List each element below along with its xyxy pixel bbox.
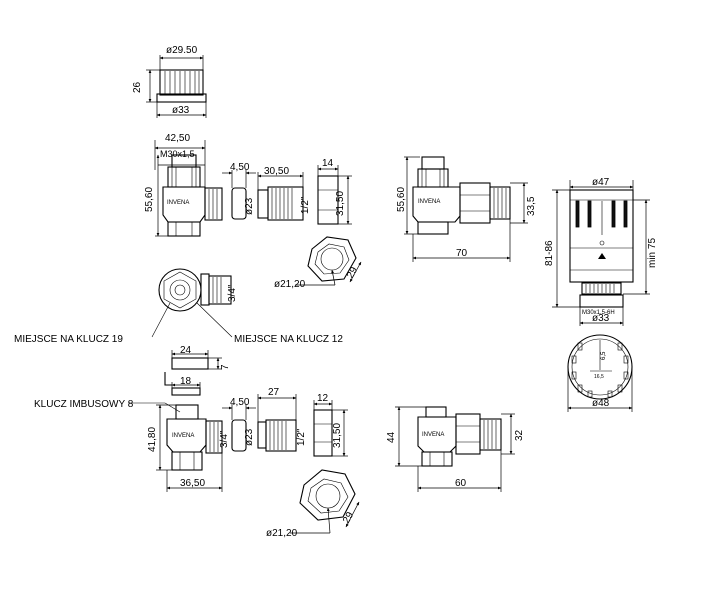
dim-w60: 60 <box>455 478 467 489</box>
dim-m30-6h: M30x1,5-6H <box>582 310 615 316</box>
brand-logo-2: INVENA <box>418 199 440 205</box>
dim-d23a: ø23 <box>244 197 255 215</box>
dim-d33-head: ø33 <box>592 313 610 324</box>
dim-d21-20a: ø21,20 <box>274 279 306 290</box>
dim-three-q-a: 3/4" <box>227 284 238 302</box>
dim-three-q-b: 3/4" <box>219 430 230 448</box>
dim-w14: 14 <box>322 158 334 169</box>
dim-v16-5: 16,5 <box>594 374 604 380</box>
label-klucz-12: MIEJSCE NA KLUCZ 12 <box>234 334 343 345</box>
dim-d23b: ø23 <box>244 428 255 446</box>
dim-h32: 32 <box>514 429 525 441</box>
brand-logo-3: INVENA <box>172 433 194 439</box>
valve-angle-side <box>404 156 528 262</box>
dim-d48: ø48 <box>592 398 610 409</box>
dim-s29a: 29 <box>345 265 360 281</box>
cap-top-view <box>146 55 207 118</box>
dim-v6-5: 6,5 <box>601 351 607 360</box>
nut-side-b <box>313 400 348 457</box>
dim-w27: 27 <box>268 387 280 398</box>
dim-w70: 70 <box>456 248 468 259</box>
dim-h31-50a: 31,50 <box>335 191 346 216</box>
dim-s29b: 29 <box>341 510 356 526</box>
nut-hex-a <box>295 236 362 286</box>
nipple-b <box>257 394 297 452</box>
dim-w4-50a: 4,50 <box>230 162 250 173</box>
dim-h7: 7 <box>220 364 231 370</box>
dim-half-a: 1/2" <box>300 196 311 214</box>
dim-h44: 44 <box>386 431 397 443</box>
label-klucz-19: MIEJSCE NA KLUCZ 19 <box>14 334 123 345</box>
dim-d29-50: ø29.50 <box>166 45 198 56</box>
thermo-head-side <box>552 180 650 326</box>
dim-m30: M30x1,5 <box>160 149 195 159</box>
dim-h55-60a: 55,60 <box>144 187 155 212</box>
nut-hex-b <box>290 469 360 534</box>
dim-h26: 26 <box>132 81 143 93</box>
spacer-ring-b <box>222 404 256 452</box>
dim-h81-86: 81-86 <box>544 240 555 266</box>
dim-w24: 24 <box>180 345 192 356</box>
dim-w36-50: 36,50 <box>180 478 205 489</box>
dim-w42-50: 42,50 <box>165 133 190 144</box>
dim-w12: 12 <box>317 393 329 404</box>
valve-top-view <box>151 268 233 338</box>
dim-h31-50b: 31,50 <box>332 423 343 448</box>
valve-angle-front <box>154 140 223 237</box>
brand-logo-4: INVENA <box>422 432 444 438</box>
spacer-ring-a <box>222 170 256 220</box>
dim-w18: 18 <box>180 376 192 387</box>
dim-d33-top: ø33 <box>172 105 190 116</box>
valve-straight-side <box>395 406 515 492</box>
nut-side-a <box>317 165 352 225</box>
dim-h33-5: 33,5 <box>526 196 537 216</box>
dim-w4-50b: 4,50 <box>230 397 250 408</box>
dim-h55-60b: 55,60 <box>396 187 407 212</box>
brand-logo-1: INVENA <box>167 200 189 206</box>
dim-h41-80: 41,80 <box>147 427 158 452</box>
thermo-head-top <box>567 334 633 412</box>
nipple-a <box>257 172 304 221</box>
dim-min75: min 75 <box>647 238 658 268</box>
dim-w30-50: 30,50 <box>264 166 289 177</box>
label-imbus: KLUCZ IMBUSOWY 8 <box>34 399 134 410</box>
valve-straight-front <box>156 404 223 492</box>
dim-half-b: 1/2" <box>296 428 307 446</box>
hex-key-parts <box>128 350 222 413</box>
dim-d47: ø47 <box>592 177 610 188</box>
dim-d21-20b: ø21,20 <box>266 528 298 539</box>
